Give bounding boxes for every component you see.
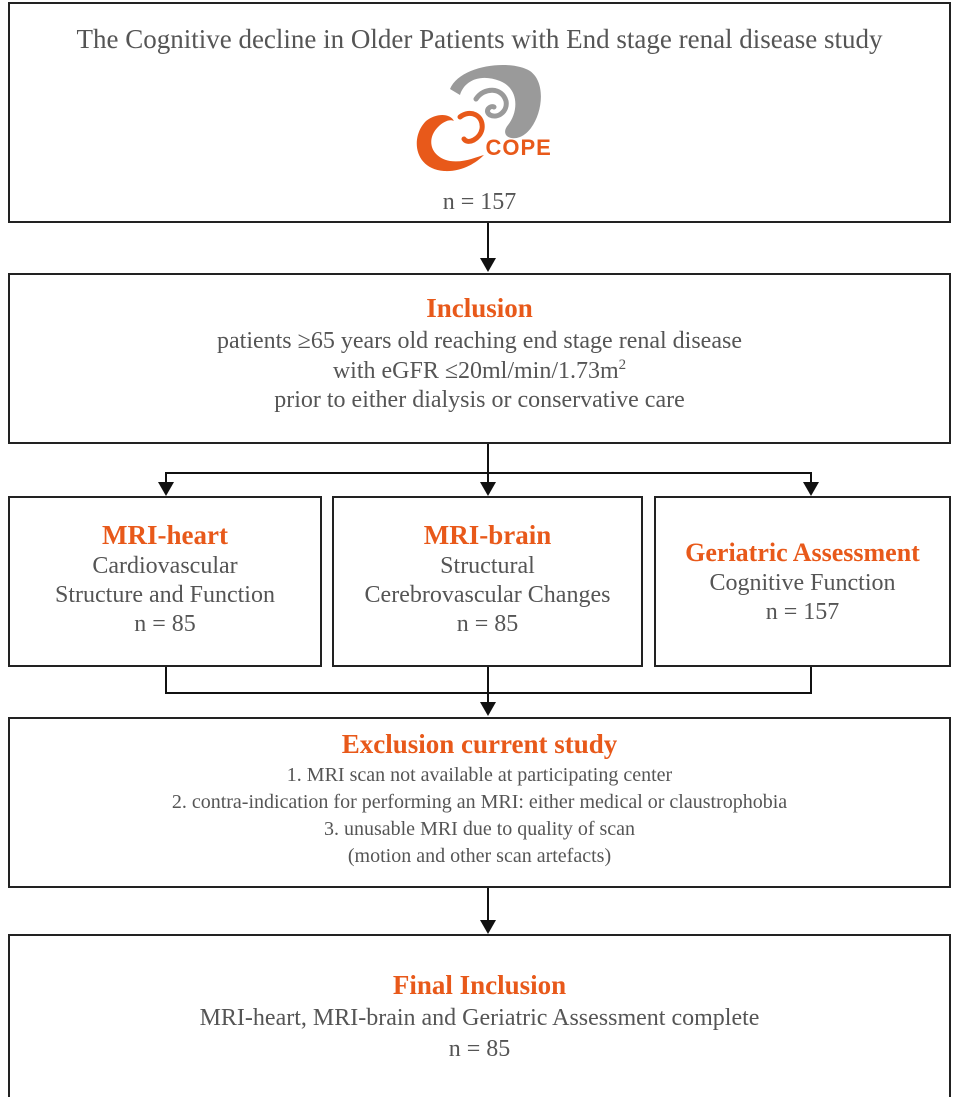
study-box: The Cognitive decline in Older Patients …: [8, 2, 951, 223]
merge-brain: [487, 667, 489, 705]
inclusion-criterion-age: patients ≥65 years old reaching end stag…: [217, 328, 742, 354]
geriatric-heading: Geriatric Assessment: [685, 538, 920, 567]
inclusion-box: Inclusion patients ≥65 years old reachin…: [8, 273, 951, 444]
exclusion-item-3: 3. unusable MRI due to quality of scan: [323, 818, 636, 840]
connector-study-inclusion: [487, 223, 489, 259]
mri-heart-line2: Structure and Function: [55, 582, 275, 608]
connector-geriatric: [810, 472, 812, 486]
arrowhead-geriatric: [803, 482, 819, 496]
study-n: n = 157: [442, 189, 517, 215]
final-n: n = 85: [448, 1036, 511, 1062]
arrowhead-heart: [158, 482, 174, 496]
connector-brain: [487, 472, 489, 486]
inclusion-criterion-timing: prior to either dialysis or conservative…: [274, 387, 685, 413]
mri-heart-box: MRI-heart Cardiovascular Structure and F…: [8, 496, 322, 667]
cope-logo: COPE: [380, 59, 580, 179]
connector-split-stem: [487, 444, 489, 474]
inclusion-heading: Inclusion: [426, 293, 533, 323]
mri-brain-n: n = 85: [456, 611, 519, 637]
arrowhead-final: [480, 920, 496, 934]
cope-logo-icon: [416, 65, 541, 172]
final-line1: MRI-heart, MRI-brain and Geriatric Asses…: [199, 1005, 760, 1031]
exclusion-item-2: 2. contra-indication for performing an M…: [171, 791, 788, 813]
mri-heart-heading: MRI-heart: [102, 520, 228, 550]
exclusion-heading: Exclusion current study: [341, 729, 618, 759]
egfr-superscript: 2: [618, 357, 627, 373]
mri-brain-heading: MRI-brain: [423, 520, 552, 550]
arrowhead-exclusion: [480, 702, 496, 716]
mri-heart-n: n = 85: [134, 611, 196, 637]
inclusion-criterion-egfr: with eGFR ≤20ml/min/1.73m2: [10, 357, 949, 385]
egfr-text: with eGFR ≤20ml/min/1.73m: [332, 358, 619, 384]
connector-heart: [165, 472, 167, 486]
cope-logo-text: COPE: [485, 135, 552, 160]
final-inclusion-box: Final Inclusion MRI-heart, MRI-brain and…: [8, 934, 951, 1097]
mri-brain-box: MRI-brain Structural Cerebrovascular Cha…: [332, 496, 643, 667]
geriatric-box: Geriatric Assessment Cognitive Function …: [654, 496, 951, 667]
exclusion-item-3-note: (motion and other scan artefacts): [347, 845, 612, 867]
geriatric-line1: Cognitive Function: [709, 570, 896, 596]
mri-brain-line1: Structural: [440, 553, 535, 579]
merge-geriatric: [810, 667, 812, 694]
connector-exclusion-final: [487, 888, 489, 922]
exclusion-item-1: 1. MRI scan not available at participati…: [286, 764, 673, 786]
final-heading: Final Inclusion: [392, 970, 567, 1000]
mri-heart-line1: Cardiovascular: [92, 553, 238, 579]
arrowhead-brain: [480, 482, 496, 496]
merge-heart: [165, 667, 167, 694]
arrowhead-inclusion: [480, 258, 496, 272]
geriatric-n: n = 157: [765, 599, 840, 625]
mri-brain-line2: Cerebrovascular Changes: [364, 582, 611, 608]
exclusion-box: Exclusion current study 1. MRI scan not …: [8, 717, 951, 888]
study-title: The Cognitive decline in Older Patients …: [76, 24, 883, 54]
